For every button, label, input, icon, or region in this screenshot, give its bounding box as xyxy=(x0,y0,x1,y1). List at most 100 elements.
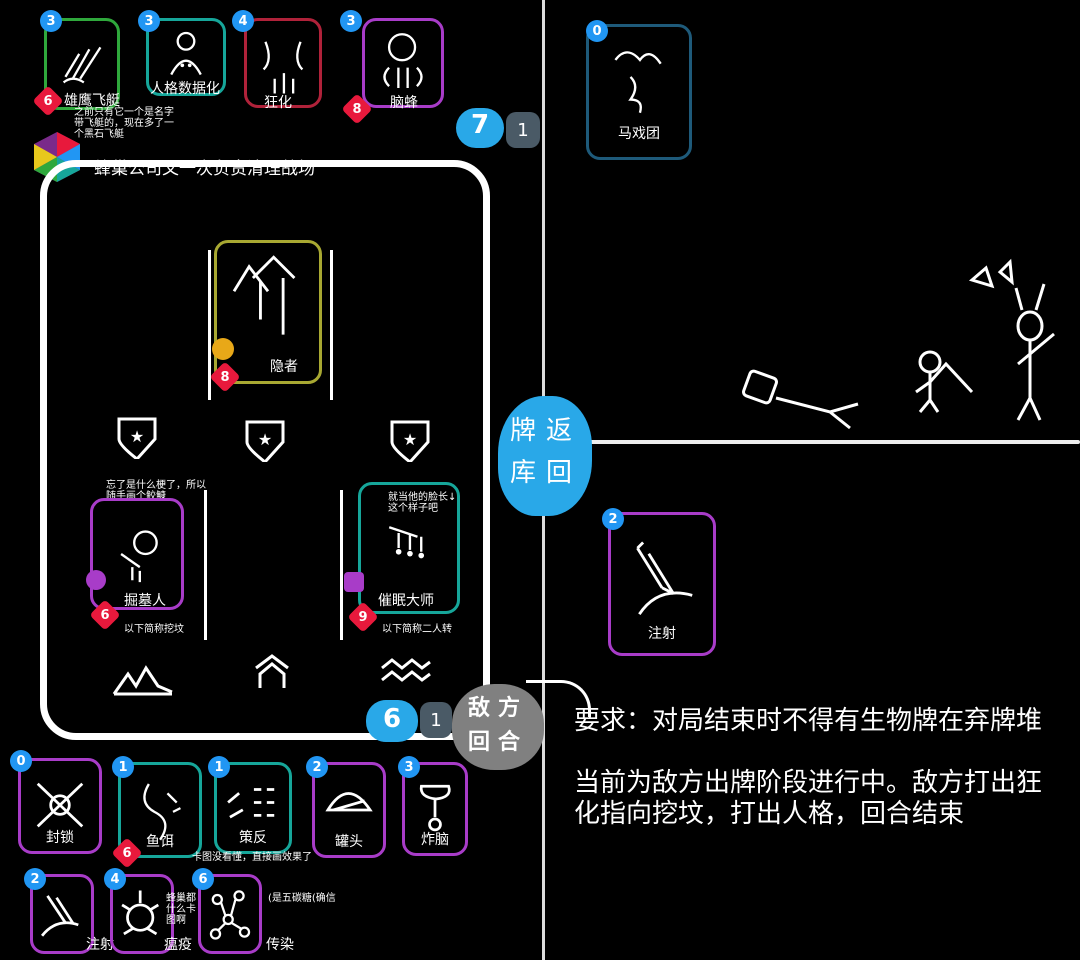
status-text: 当前为敌方出牌阶段进行中。敌方打出狂化指向挖坟，打出人格，回合结束 xyxy=(574,768,1043,829)
card-label: 注射 xyxy=(86,937,114,953)
ability-icon xyxy=(212,338,234,360)
power-badge: 8 xyxy=(209,361,241,393)
enemy-turn-label: 敌方回合 xyxy=(467,696,528,755)
card-contagion[interactable] xyxy=(198,874,262,954)
brain-blast-art xyxy=(419,784,451,832)
card-label: 马戏团 xyxy=(618,126,660,142)
shield-star-icon: ★ xyxy=(388,418,432,465)
shield-star-icon: ★ xyxy=(243,418,287,465)
card-defection[interactable]: 策反 xyxy=(214,762,292,854)
plague-art xyxy=(121,890,160,936)
card-canned[interactable]: 罐头 xyxy=(312,762,386,858)
shield-star-icon: ★ xyxy=(115,415,159,462)
card-eagle-airship[interactable] xyxy=(44,18,120,110)
gravedigger-art xyxy=(120,530,158,583)
card-injection[interactable]: 注射 xyxy=(608,512,716,656)
airship-note: 之前只有它一个是名字带飞艇的，现在多了一个黑石飞艇 xyxy=(74,107,174,140)
cost-badge: 3 xyxy=(138,10,160,32)
claw-art xyxy=(262,41,304,94)
card-berserk[interactable] xyxy=(244,18,322,108)
card-gravedigger[interactable] xyxy=(90,498,184,610)
card-hypnotist[interactable] xyxy=(358,482,460,614)
syringe-art xyxy=(636,541,693,616)
cost-badge: 3 xyxy=(40,10,62,32)
cost-badge: 4 xyxy=(232,10,254,32)
requirement-text: 要求：对局结束时不得有生物牌在弃牌堆 xyxy=(574,706,1043,736)
hypnotist-note-top: 就当他的脸长↓这个样子吧 xyxy=(388,492,457,514)
gravedigger-note-bottom: 以下简称挖坟 xyxy=(124,624,184,635)
card-injection-hand[interactable] xyxy=(30,874,94,954)
card-label: 注射 xyxy=(648,626,676,642)
power-badge: 9 xyxy=(347,601,379,633)
card-label: 人格数据化 xyxy=(150,81,220,97)
lane-line xyxy=(204,490,207,640)
cost-badge: 0 xyxy=(10,750,32,772)
card-label: 狂化 xyxy=(264,95,292,111)
plague-note: 蜂巢都什么卡图啊 xyxy=(166,893,196,926)
card-label: 隐者 xyxy=(270,359,298,375)
cost-badge: 4 xyxy=(104,868,126,890)
card-label: 雄鹰飞艇 xyxy=(64,93,120,109)
card-label: 传染 xyxy=(266,937,294,953)
card-brain-bee[interactable] xyxy=(362,18,444,108)
cost-badge: 6 xyxy=(192,868,214,890)
wave-terrain-icon xyxy=(380,656,432,686)
power-badge: 6 xyxy=(111,837,143,869)
contagion-art xyxy=(209,890,251,940)
counter-bottom-right: 1 xyxy=(420,702,452,738)
counter-top-left: 7 xyxy=(470,110,490,140)
power-badge: 6 xyxy=(89,599,121,631)
counter-cloud-top xyxy=(456,108,504,148)
card-blockade[interactable]: 封锁 xyxy=(18,758,102,854)
power-badge: 8 xyxy=(341,93,373,125)
cost-badge: 2 xyxy=(602,508,624,530)
lane-line xyxy=(330,250,333,400)
card-brain-blast[interactable]: 炸脑 xyxy=(402,762,468,856)
card-label: 掘墓人 xyxy=(124,593,166,609)
card-label: 鱼饵 xyxy=(146,834,174,850)
can-art xyxy=(325,792,373,812)
return-deck-label: 牌返库回 xyxy=(509,416,582,488)
figure-art xyxy=(170,31,202,76)
hypnotist-note-bottom: 以下简称二人转 xyxy=(382,624,452,635)
card-label: 炸脑 xyxy=(421,832,449,848)
bait-art xyxy=(143,783,181,841)
card-bait[interactable]: 鱼饵 xyxy=(118,762,202,858)
card-label: 罐头 xyxy=(335,834,363,850)
counter-top-right: 1 xyxy=(506,112,540,148)
card-hermit[interactable] xyxy=(214,240,322,384)
return-deck-cloud[interactable] xyxy=(498,396,592,516)
cost-badge: 1 xyxy=(112,756,134,778)
cost-badge: 1 xyxy=(208,756,230,778)
cost-badge: 3 xyxy=(398,756,420,778)
cost-badge: 3 xyxy=(340,10,362,32)
ability-icon xyxy=(86,570,106,590)
power-badge: 6 xyxy=(32,85,64,117)
defection-art xyxy=(227,788,275,819)
hermit-art xyxy=(232,255,296,335)
lane-line xyxy=(208,250,211,400)
arch-terrain-icon xyxy=(252,650,292,692)
card-label: 封锁 xyxy=(46,830,74,846)
ability-icon xyxy=(344,572,364,592)
svg-text:★: ★ xyxy=(130,427,144,446)
bee-art xyxy=(383,33,423,89)
card-plague[interactable] xyxy=(110,874,174,954)
battlefield-frame xyxy=(40,160,490,740)
svg-text:★: ★ xyxy=(258,430,272,449)
cost-badge: 0 xyxy=(586,20,608,42)
hypnotist-art xyxy=(388,526,425,559)
card-label: 瘟疫 xyxy=(164,937,192,953)
svg-text:★: ★ xyxy=(403,430,417,449)
ground-line xyxy=(590,440,1080,444)
lane-line xyxy=(340,490,343,640)
card-circus[interactable]: 马戏团 xyxy=(586,24,692,160)
card-personality-data[interactable] xyxy=(146,18,226,96)
airship-art xyxy=(62,46,102,84)
card-label: 催眠大师 xyxy=(378,593,434,609)
counter-bottom-left: 6 xyxy=(382,704,402,734)
circus-art xyxy=(614,51,662,114)
gravedigger-note-top: 忘了是什么梗了，所以随手画个鲛鱇 xyxy=(106,480,206,502)
card-label: 策反 xyxy=(239,830,267,846)
cost-badge: 2 xyxy=(24,868,46,890)
